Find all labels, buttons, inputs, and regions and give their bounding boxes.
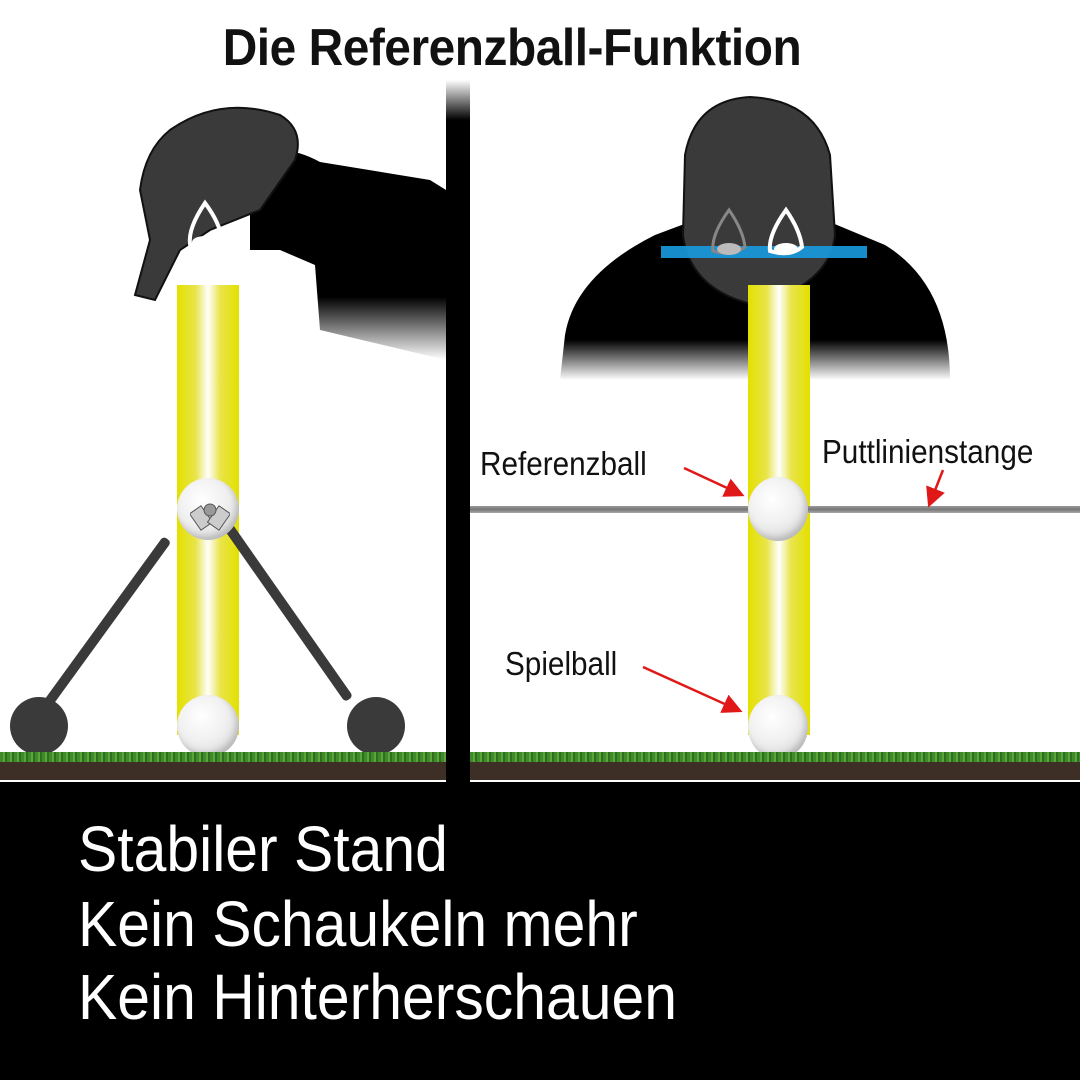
- golfer-side-silhouette-icon: [133, 106, 446, 360]
- tripod-clamp-icon: [190, 503, 230, 531]
- label-reference-ball: Referenzball: [480, 445, 647, 482]
- page-title: Die Referenzball-Funktion: [222, 19, 802, 77]
- benefits-panel: Stabiler Stand Kein Schaukeln mehr Kein …: [0, 782, 1080, 1080]
- eye-icon-left: [711, 207, 747, 255]
- ground-left: [0, 752, 446, 780]
- arrow-play-ball: [642, 665, 743, 713]
- reference-ball-right: [748, 477, 808, 541]
- arrow-putt-line-rod: [926, 469, 945, 508]
- eye-icon-right: [767, 206, 805, 256]
- panel-divider: [446, 80, 470, 782]
- play-ball-left: [177, 695, 239, 757]
- tripod-foot-left: [10, 697, 68, 755]
- play-ball-right: [748, 695, 808, 759]
- benefit-line-3: Kein Hinterherschauen: [78, 961, 677, 1033]
- label-play-ball: Spielball: [505, 645, 618, 682]
- eye-icon: [187, 199, 225, 249]
- benefit-line-1: Stabiler Stand: [78, 813, 448, 885]
- arrow-icons: [642, 466, 945, 713]
- ground-right: [470, 752, 1080, 780]
- arrow-reference-ball: [683, 466, 745, 497]
- benefit-line-2: Kein Schaukeln mehr: [78, 888, 638, 960]
- tripod-foot-right: [347, 697, 405, 755]
- label-putt-line-rod: Puttlinienstange: [822, 433, 1034, 470]
